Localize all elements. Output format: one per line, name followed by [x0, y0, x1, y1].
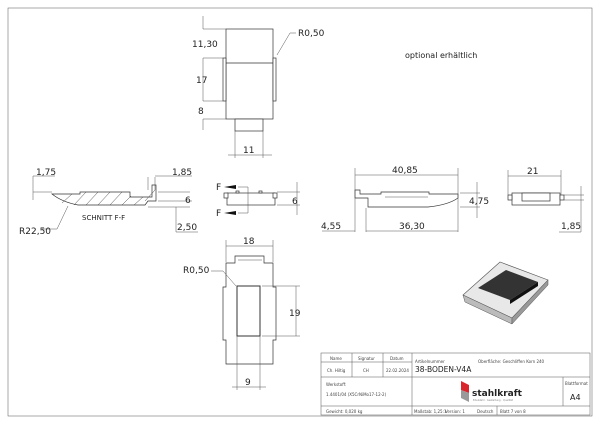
radius-label: R0,50: [298, 29, 325, 39]
format-label: Blattformat: [565, 381, 588, 386]
dim-19: 19: [289, 309, 301, 319]
dim-4-55: 4,55: [321, 222, 341, 232]
brand-tagline: Edelstahl · Gestaltung · Qualität: [473, 398, 513, 402]
signature-label: Signatur: [358, 356, 375, 361]
drawing-frame: [7, 7, 593, 417]
optional-note: optional erhältlich: [405, 51, 477, 60]
scale: Maßstab: 1,25:1: [414, 409, 447, 414]
surface-finish: Oberfläche: Geschliffen Korn 240: [478, 359, 545, 364]
article-label: Artikelnummer: [415, 359, 445, 364]
dim-1-85-end: 1,85: [561, 222, 581, 232]
isometric-view: [462, 261, 549, 325]
dim-2-50: 2,50: [177, 223, 197, 233]
dim-11: 11: [243, 146, 254, 156]
title-block: Name Signatur Datum Ch. Hiltig CH 22.02.…: [320, 352, 591, 416]
section-view: 1,75 1,85 6 2,50 SCHNITT F-F R22,50: [19, 168, 198, 237]
name-value: Ch. Hiltig: [327, 368, 346, 373]
dim-1-85: 1,85: [172, 168, 192, 178]
version: Version: 1: [445, 409, 465, 414]
section-label: SCHNITT F-F: [82, 214, 125, 222]
language: Deutsch: [477, 409, 494, 414]
date-label: Datum: [390, 356, 404, 361]
dim-18: 18: [243, 237, 255, 247]
end-view: 21 1,85: [507, 167, 584, 233]
front-view: 11,30 17 8 11 R0,50: [192, 16, 325, 158]
dim-40-85: 40,85: [392, 166, 418, 176]
radius-0-50-top: R0,50: [183, 266, 210, 276]
format-value: A4: [570, 393, 581, 402]
section-mark-bottom: F: [216, 209, 221, 219]
dim-6-side: 6: [292, 197, 298, 207]
sheet-number: Blatt 7 von 8: [500, 409, 526, 414]
dim-1-75: 1,75: [36, 168, 56, 178]
dim-4-75: 4,75: [469, 197, 489, 207]
signature-value: CH: [363, 368, 369, 373]
section-mark-top: F: [216, 183, 221, 193]
dim-8: 8: [198, 107, 204, 117]
dim-21: 21: [527, 167, 538, 177]
brand-name: stahlkraft: [472, 389, 523, 399]
weight: Gewicht: 0,020 kg: [326, 409, 363, 414]
dim-17: 17: [196, 76, 207, 86]
dim-36-30: 36,30: [399, 222, 425, 232]
material-label: Werkstoff:: [326, 382, 346, 387]
radius-22-50: R22,50: [19, 227, 51, 237]
date-value: 22.02.2024: [386, 368, 409, 373]
article-number: 38-BODEN-V4A: [415, 365, 472, 374]
dim-11-30: 11,30: [192, 40, 218, 50]
side-view-long: 40,85 4,75 4,55 36,30: [321, 166, 489, 232]
stahlkraft-logo: stahlkraft Edelstahl · Gestaltung · Qual…: [461, 381, 523, 402]
dim-9: 9: [245, 378, 251, 388]
material-value: 1.4401/04 (X5CrNiMo17-12-2): [326, 392, 387, 397]
name-label: Name: [330, 356, 342, 361]
top-view: 18 19 9 R0,50: [183, 237, 301, 390]
dim-6-section: 6: [185, 196, 191, 206]
side-view-small: F F 6: [216, 182, 300, 219]
